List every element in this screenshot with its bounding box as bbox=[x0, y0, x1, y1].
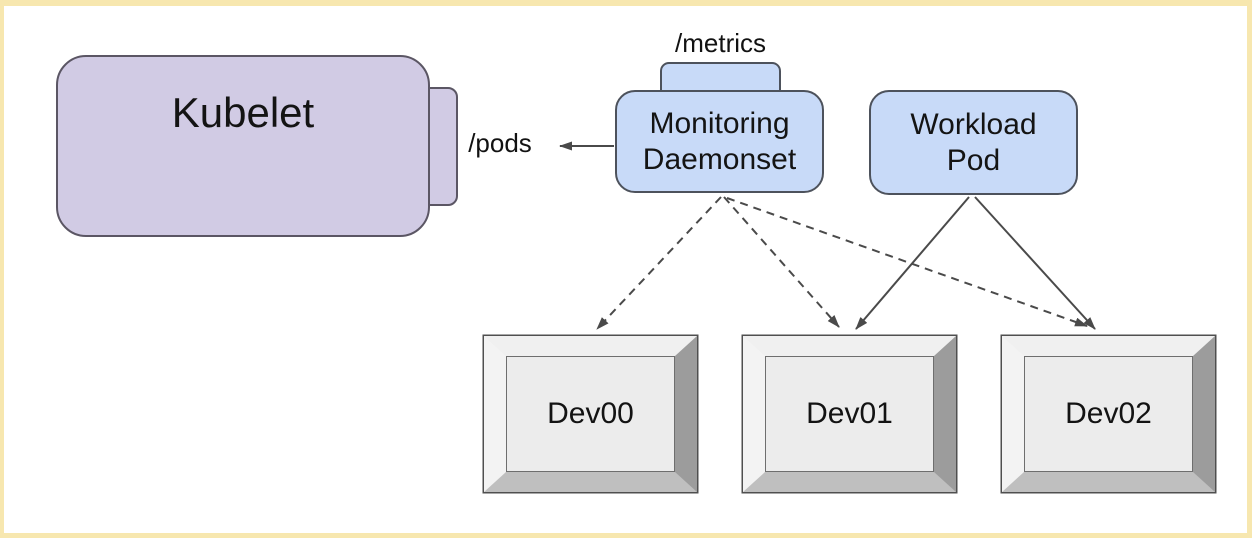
edge-monitoring-to-dev00 bbox=[596, 196, 722, 330]
node-dev01: Dev01 bbox=[743, 336, 956, 492]
kubelet-label: Kubelet bbox=[171, 89, 315, 136]
node-monitoring-daemonset: Monitoring Daemonset bbox=[615, 90, 824, 193]
metrics-endpoint-label: /metrics bbox=[675, 28, 766, 58]
dev01-face: Dev01 bbox=[765, 356, 934, 472]
edge-monitoring-to-dev02 bbox=[726, 197, 1088, 327]
node-kubelet: Kubelet bbox=[56, 55, 430, 237]
dev00-label: Dev00 bbox=[547, 397, 634, 430]
pods-endpoint-label: /pods bbox=[468, 128, 532, 158]
edge-workload-to-dev02 bbox=[974, 196, 1096, 330]
node-workload-pod: Workload Pod bbox=[869, 90, 1078, 195]
node-dev00: Dev00 bbox=[484, 336, 697, 492]
dev02-face: Dev02 bbox=[1024, 356, 1193, 472]
edge-monitoring-to-dev01 bbox=[723, 196, 840, 328]
dev01-label: Dev01 bbox=[806, 397, 893, 430]
monitoring-daemonset-label: Monitoring Daemonset bbox=[642, 106, 797, 176]
workload-pod-label: Workload Pod bbox=[910, 107, 1037, 177]
dev02-label: Dev02 bbox=[1065, 397, 1152, 430]
edge-workload-to-dev01 bbox=[855, 196, 970, 330]
dev00-face: Dev00 bbox=[506, 356, 675, 472]
node-dev02: Dev02 bbox=[1002, 336, 1215, 492]
